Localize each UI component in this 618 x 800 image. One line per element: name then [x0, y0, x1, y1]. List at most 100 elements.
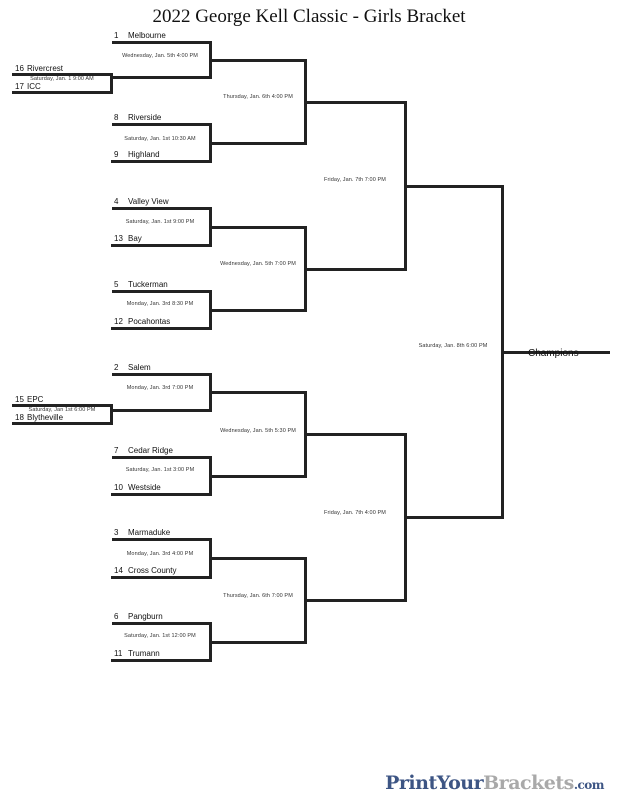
game-date: Wednesday, Jan. 5th 5:30 PM	[220, 428, 296, 434]
bracket-line	[405, 516, 504, 519]
team-seed: 17	[15, 82, 24, 91]
game-date: Monday, Jan. 3rd 4:00 PM	[126, 551, 194, 557]
team-entry: 8 Riverside	[114, 113, 161, 123]
game-date: Monday, Jan. 3rd 7:00 PM	[126, 385, 194, 391]
team-name: Bay	[128, 234, 142, 243]
bracket-line	[111, 576, 212, 579]
game-date: Saturday, Jan. 1st 3:00 PM	[125, 467, 195, 473]
team-entry: 2 Salem	[114, 363, 151, 373]
team-seed: 15	[15, 395, 24, 404]
game-date: Saturday, Jan. 1 9:00 AM	[30, 76, 94, 82]
team-seed: 9	[114, 150, 119, 159]
page-title: 2022 George Kell Classic - Girls Bracket	[152, 6, 466, 27]
team-seed: 18	[15, 413, 24, 422]
bracket-line	[112, 290, 212, 293]
bracket-line	[111, 244, 212, 247]
bracket-line	[111, 76, 212, 79]
team-name: ICC	[27, 82, 41, 91]
bracket-line	[210, 226, 307, 229]
bracket-line	[112, 538, 212, 541]
team-seed: 2	[114, 363, 119, 372]
bracket-line	[210, 59, 307, 62]
bracket-line	[210, 309, 307, 312]
team-name: Salem	[128, 363, 151, 372]
bracket-line	[112, 373, 212, 376]
team-seed: 14	[114, 566, 123, 575]
team-name: EPC	[27, 395, 44, 404]
team-name: Trumann	[128, 649, 160, 658]
team-seed: 7	[114, 446, 119, 455]
bracket-line	[305, 433, 407, 436]
game-date: Saturday, Jan 1st 6:00 PM	[28, 407, 96, 413]
bracket-line	[12, 404, 113, 407]
bracket-line	[111, 160, 212, 163]
bracket-line	[305, 101, 407, 104]
game-date: Friday, Jan. 7th 4:00 PM	[324, 510, 386, 516]
bracket-line	[210, 475, 307, 478]
team-seed: 1	[114, 31, 119, 40]
game-date: Friday, Jan. 7th 7:00 PM	[324, 177, 386, 183]
team-entry: 11 Trumann	[114, 649, 160, 659]
team-seed: 12	[114, 317, 123, 326]
team-seed: 13	[114, 234, 123, 243]
bracket-line	[210, 557, 307, 560]
bracket-line	[112, 207, 212, 210]
bracket-line	[210, 641, 307, 644]
game-date: Thursday, Jan. 6th 4:00 PM	[223, 94, 293, 100]
game-date: Wednesday, Jan. 5th 7:00 PM	[220, 261, 296, 267]
team-name: Highland	[128, 150, 160, 159]
game-date: Saturday, Jan. 8th 6:00 PM	[418, 343, 488, 349]
team-name: Pocahontas	[128, 317, 171, 326]
bracket-line	[210, 391, 307, 394]
bracket-line	[112, 123, 212, 126]
team-name: Riverside	[128, 113, 162, 122]
game-date: Saturday, Jan. 1st 12:00 PM	[124, 633, 196, 639]
team-seed: 10	[114, 483, 123, 492]
team-seed: 4	[114, 197, 119, 206]
team-seed: 3	[114, 528, 119, 537]
bracket-line	[111, 327, 212, 330]
team-name: Blytheville	[27, 413, 64, 422]
bracket-line	[12, 73, 113, 76]
game-date: Saturday, Jan. 1st 10:30 AM	[124, 136, 196, 142]
bracket-line	[210, 142, 307, 145]
printyourbrackets-logo: PrintYourBrackets.com	[385, 772, 604, 794]
team-entry: 9 Highland	[114, 150, 160, 160]
bracket-line	[112, 456, 212, 459]
team-seed: 11	[114, 649, 123, 658]
team-entry: 5 Tuckerman	[114, 280, 168, 290]
bracket-line	[12, 422, 113, 425]
game-date: Thursday, Jan. 6th 7:00 PM	[223, 593, 293, 599]
team-seed: 8	[114, 113, 119, 122]
game-date: Wednesday, Jan. 5th 4:00 PM	[122, 53, 198, 59]
bracket-line	[305, 599, 407, 602]
team-seed: 6	[114, 612, 119, 621]
bracket-line	[110, 73, 113, 93]
team-entry: 10 Westside	[114, 483, 161, 493]
team-name: Rivercrest	[27, 64, 64, 73]
bracket-line	[111, 409, 212, 412]
team-name: Tuckerman	[128, 280, 168, 289]
team-name: Westside	[128, 483, 161, 492]
bracket-line	[305, 268, 407, 271]
team-entry: 12 Pocahontas	[114, 317, 170, 327]
team-seed: 16	[15, 64, 24, 73]
bracket-line	[111, 659, 212, 662]
bracket-line	[502, 351, 610, 354]
team-entry: 7 Cedar Ridge	[114, 446, 173, 456]
bracket-line	[12, 91, 113, 94]
game-date: Saturday, Jan. 1st 9:00 PM	[125, 219, 195, 225]
team-seed: 5	[114, 280, 119, 289]
bracket-line	[112, 622, 212, 625]
team-name: Cedar Ridge	[128, 446, 173, 455]
game-date: Monday, Jan. 3rd 8:30 PM	[126, 301, 194, 307]
bracket-line	[112, 41, 212, 44]
